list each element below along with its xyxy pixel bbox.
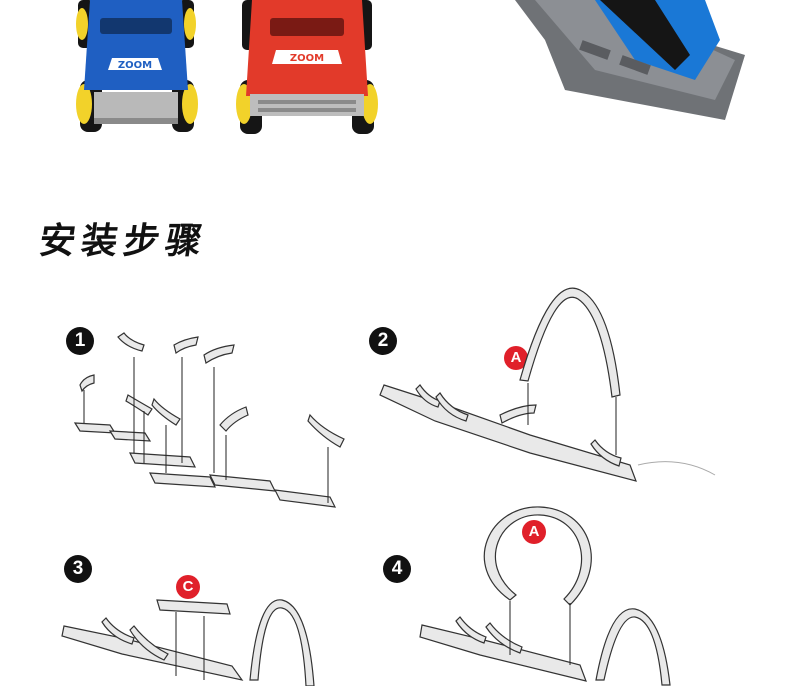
step-4-diagram [419,506,671,686]
step-4-part-label: A [522,520,546,544]
section-title: 安装步骤 [36,221,211,262]
step-1-diagram [73,332,345,508]
blue-toy-car: ZOOM [76,0,198,132]
step-1-number: 1 [66,327,94,355]
red-toy-car: ZOOM [236,0,378,134]
blue-car-badge: ZOOM [118,60,152,71]
track-launcher [515,0,745,120]
red-car-badge: ZOOM [290,53,324,64]
step-3-number: 3 [64,555,92,583]
step-3-diagram [61,599,315,686]
step-3-part-label: C [176,575,200,599]
step-4-number: 4 [383,555,411,583]
step-2-number: 2 [369,327,397,355]
step-2-diagram [379,287,716,482]
